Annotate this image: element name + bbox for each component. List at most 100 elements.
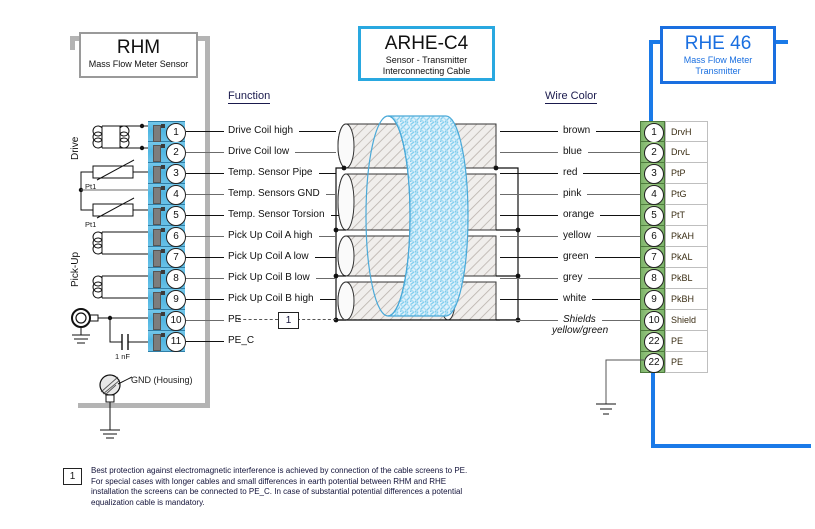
function-label: Drive Coil low [228, 146, 290, 157]
wire-segment [186, 257, 224, 258]
wire-color-label: blue [563, 146, 582, 157]
terminal-notch-icon [161, 207, 165, 211]
rhe-bracket-vertical [649, 40, 653, 122]
terminal-screw-icon [153, 125, 161, 142]
rhe-bracket-top-right [774, 40, 788, 44]
rhe-terminal-PE[interactable]: 22 [640, 331, 665, 352]
rhe-terminal-number: 6 [644, 227, 664, 247]
rhm-terminal-2[interactable]: 2 [148, 142, 186, 163]
rhe-terminal-label: DrvH [665, 121, 708, 142]
rhe-terminal-number: 4 [644, 185, 664, 205]
rhm-terminal-6[interactable]: 6 [148, 226, 186, 247]
rhe-terminal-label: PtT [665, 205, 708, 226]
wire-segment [500, 152, 558, 153]
function-label: Pick Up Coil A high [228, 230, 313, 241]
wire-segment [595, 257, 640, 258]
rhe-terminal-Shield[interactable]: 10 [640, 310, 665, 331]
wire-color-label: brown [563, 125, 591, 136]
rhm-title: RHM [116, 37, 161, 58]
rhe-bracket-top-left [649, 40, 662, 44]
terminal-notch-icon [161, 291, 165, 295]
terminal-notch-icon [161, 186, 165, 190]
rhe-terminal-number: 10 [644, 311, 664, 331]
rhe-terminal-DrvL[interactable]: 2 [640, 142, 665, 163]
wire-segment [319, 173, 336, 174]
gnd-housing-label: GND (Housing) [131, 375, 193, 385]
interconnecting-cable-graphic [337, 115, 497, 321]
wire-segment [500, 278, 558, 279]
terminal-screw-icon [153, 229, 161, 246]
rhe-terminal-PtP[interactable]: 3 [640, 163, 665, 184]
rhm-terminal-11[interactable]: 11 [148, 331, 186, 352]
wire-segment [588, 278, 640, 279]
rhm-terminal-8[interactable]: 8 [148, 268, 186, 289]
wire-segment [186, 320, 224, 321]
rhm-bracket-bottom [78, 403, 210, 408]
wire-segment [186, 341, 224, 342]
function-label: Pick Up Coil B low [228, 272, 310, 283]
rhe-terminal-number: 22 [644, 353, 664, 373]
rhm-terminal-1[interactable]: 1 [148, 121, 186, 143]
wire-segment [500, 131, 558, 132]
rhe-terminal-number: 1 [644, 123, 664, 143]
function-label: Pick Up Coil A low [228, 251, 309, 262]
terminal-screw-icon [153, 166, 161, 183]
cable-subtitle-1: Sensor - Transmitter [385, 55, 468, 65]
rhe-terminal-label: PkAH [665, 226, 708, 247]
rhm-terminal-4[interactable]: 4 [148, 184, 186, 205]
terminal-screw-icon [153, 250, 161, 267]
wire-segment [500, 236, 558, 237]
pt1-upper-label: Pt1 [85, 182, 97, 191]
terminal-screw-icon [153, 292, 161, 309]
terminal-screw-icon [153, 313, 161, 330]
rhe-terminal-PkAH[interactable]: 6 [640, 226, 665, 247]
rhe-terminal-DrvH[interactable]: 1 [640, 121, 665, 143]
wire-segment [319, 236, 336, 237]
function-label: PE_C [228, 335, 255, 346]
rhm-terminal-number: 5 [166, 206, 186, 226]
rhm-terminal-number: 3 [166, 164, 186, 184]
rhe-terminal-PE[interactable]: 22 [640, 352, 665, 373]
rhm-terminal-number: 7 [166, 248, 186, 268]
rhm-terminal-3[interactable]: 3 [148, 163, 186, 184]
wire-color-column-header: Wire Color [545, 90, 597, 104]
function-label: Temp. Sensor Torsion [228, 209, 325, 220]
rhe-terminal-PkBL[interactable]: 8 [640, 268, 665, 289]
rhm-terminal-7[interactable]: 7 [148, 247, 186, 268]
wire-segment [500, 257, 558, 258]
wire-segment [600, 215, 640, 216]
rhe-terminal-PkBH[interactable]: 9 [640, 289, 665, 310]
rhm-terminal-5[interactable]: 5 [148, 205, 186, 226]
terminal-notch-icon [161, 144, 165, 148]
rhe-terminal-label: PkBH [665, 289, 708, 310]
rhe-terminal-PtG[interactable]: 4 [640, 184, 665, 205]
rhe-terminal-PtT[interactable]: 5 [640, 205, 665, 226]
terminal-notch-icon [161, 249, 165, 253]
rhm-terminal-number: 4 [166, 185, 186, 205]
rhm-terminal-number: 9 [166, 290, 186, 310]
function-label: Pick Up Coil B high [228, 293, 314, 304]
wire-color-label: red [563, 167, 578, 178]
rhe-terminal-PkAL[interactable]: 7 [640, 247, 665, 268]
function-label: PE [228, 314, 242, 325]
wire-segment [500, 320, 558, 321]
rhm-terminal-10[interactable]: 10 [148, 310, 186, 331]
rhm-terminal-9[interactable]: 9 [148, 289, 186, 310]
wire-color-label: white [563, 293, 587, 304]
rhm-terminal-number: 10 [166, 311, 186, 331]
rhe-title-box: RHE 46 Mass Flow Meter Transmitter [660, 26, 776, 84]
